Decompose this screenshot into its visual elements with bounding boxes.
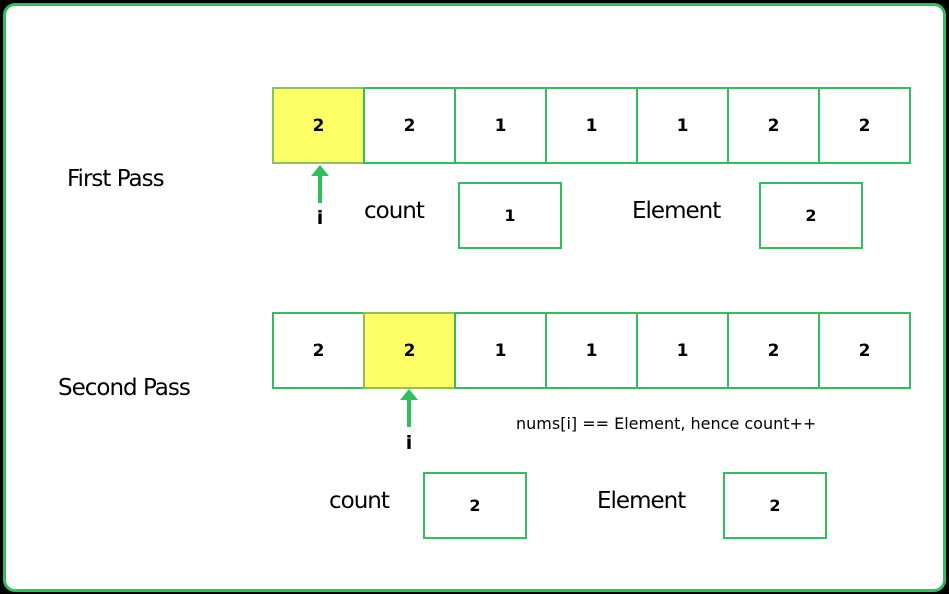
first-pass-array: 2 2 1 1 1 2 2	[272, 87, 911, 164]
count-label: count	[329, 488, 390, 514]
array-cell: 1	[636, 312, 729, 389]
pointer-i-label: i	[405, 432, 413, 454]
array-cell: 2	[272, 312, 365, 389]
count-box: 2	[423, 472, 527, 539]
array-cell: 1	[454, 87, 547, 164]
pointer-arrow-icon	[311, 165, 329, 203]
count-box: 1	[458, 182, 562, 249]
array-cell: 1	[545, 312, 638, 389]
element-label: Element	[597, 488, 686, 514]
array-cell: 2	[363, 87, 456, 164]
pointer-arrow-icon	[400, 389, 418, 427]
array-cell: 1	[545, 87, 638, 164]
element-label: Element	[632, 198, 721, 224]
array-cell: 1	[454, 312, 547, 389]
array-cell: 2	[272, 87, 365, 164]
element-box: 2	[723, 472, 827, 539]
second-pass-label: Second Pass	[58, 375, 191, 401]
array-cell: 2	[818, 312, 911, 389]
array-cell: 2	[363, 312, 456, 389]
element-box: 2	[759, 182, 863, 249]
array-cell: 2	[727, 312, 820, 389]
array-cell: 2	[818, 87, 911, 164]
comparison-note: nums[i] == Element, hence count++	[516, 414, 817, 433]
pointer-i-label: i	[316, 207, 324, 229]
count-label: count	[364, 198, 425, 224]
first-pass-label: First Pass	[67, 166, 165, 192]
array-cell: 1	[636, 87, 729, 164]
array-cell: 2	[727, 87, 820, 164]
second-pass-array: 2 2 1 1 1 2 2	[272, 312, 911, 389]
